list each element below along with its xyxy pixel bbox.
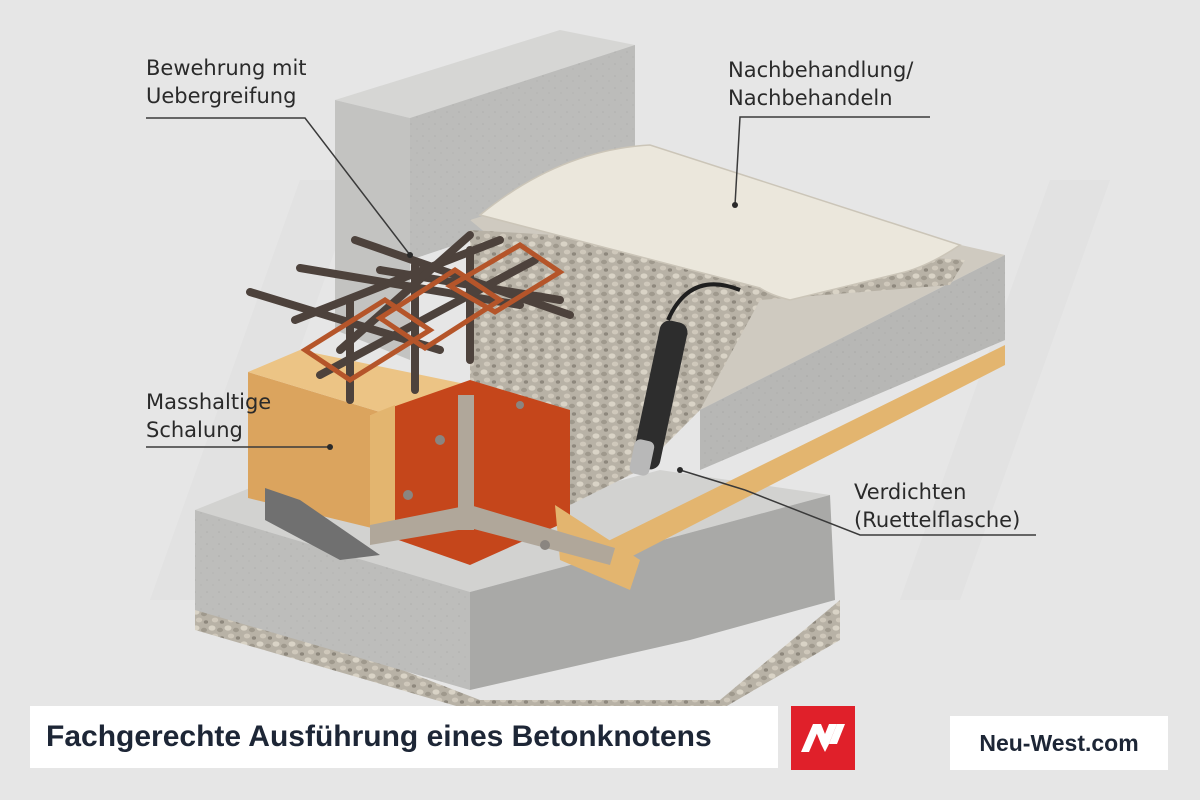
label-verdichten-line1: Verdichten <box>854 478 1020 506</box>
site-name: Neu-West.com <box>950 728 1168 758</box>
nw-logo-icon[interactable] <box>791 706 855 770</box>
site-badge[interactable]: Neu-West.com <box>950 716 1168 770</box>
label-verdichten: Verdichten (Ruettelflasche) <box>854 478 1020 534</box>
label-verdichten-line2: (Ruettelflasche) <box>854 506 1020 534</box>
label-bewehrung-line2: Uebergreifung <box>146 82 307 110</box>
title-banner: Fachgerechte Ausführung eines Betonknote… <box>30 706 778 768</box>
label-schalung-line1: Masshaltige <box>146 388 271 416</box>
label-schalung: Masshaltige Schalung <box>146 388 271 444</box>
page-title: Fachgerechte Ausführung eines Betonknote… <box>46 719 712 755</box>
label-schalung-line2: Schalung <box>146 416 271 444</box>
label-nachbehandlung-line1: Nachbehandlung/ <box>728 56 913 84</box>
nw-logo-mark <box>791 706 855 770</box>
label-nachbehandlung: Nachbehandlung/ Nachbehandeln <box>728 56 913 112</box>
label-bewehrung: Bewehrung mit Uebergreifung <box>146 54 307 110</box>
label-nachbehandlung-line2: Nachbehandeln <box>728 84 913 112</box>
label-bewehrung-line1: Bewehrung mit <box>146 54 307 82</box>
